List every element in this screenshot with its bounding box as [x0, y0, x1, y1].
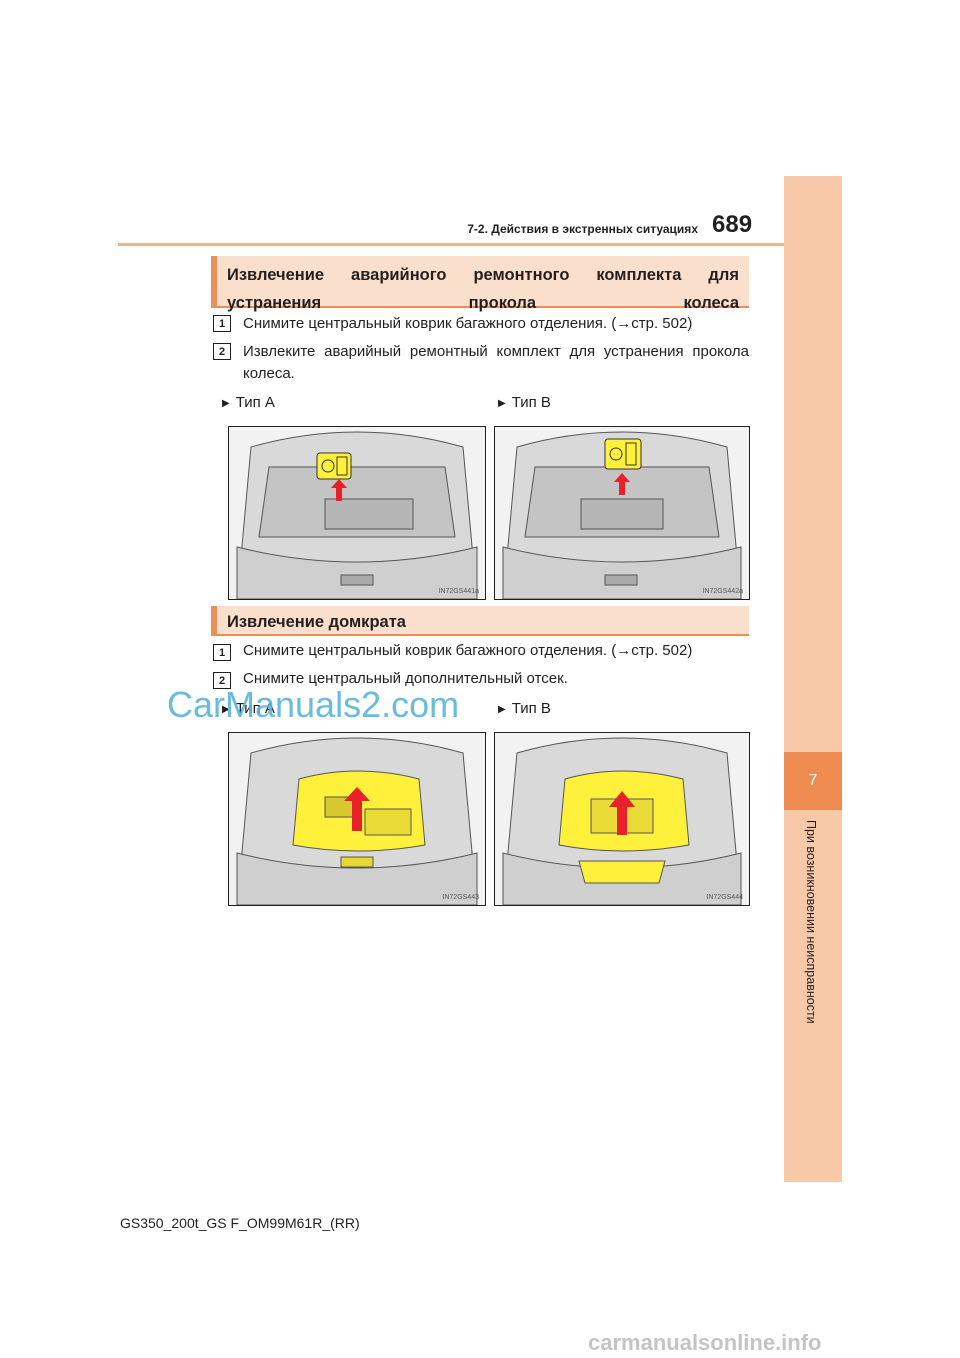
- triangle-bullet-icon: ▶: [498, 703, 506, 715]
- repair-kit-icon: [316, 452, 352, 480]
- step-number-badge: 1: [213, 315, 231, 332]
- trunk-illustration-jack-type-a: IN72GS443: [228, 732, 486, 906]
- footer-model-code: GS350_200t_GS F_OM99M61R_(RR): [120, 1215, 360, 1231]
- step-text: Снимите центральный дополнительный отсек…: [243, 670, 568, 687]
- section-heading-text: Извлечение аварийного ремонтного комплек…: [227, 266, 739, 312]
- step-text: Снимите центральный коврик багажного отд…: [243, 642, 693, 659]
- header-section-title: 7-2. Действия в экстренных ситуациях: [467, 222, 698, 236]
- page-number: 689: [712, 211, 753, 238]
- section-heading-repair-kit: Извлечение аварийного ремонтного комплек…: [211, 256, 749, 312]
- watermark-text: CarManuals2.com: [167, 684, 460, 725]
- chapter-title-vertical: При возникновении неисправности: [804, 820, 818, 1024]
- trunk-drawing: [502, 737, 742, 905]
- trunk-illustration-repair-kit-type-a: IN72GS441a: [228, 426, 486, 600]
- repair-kit-icon: [604, 438, 642, 470]
- chapter-number-tab[interactable]: 7: [784, 752, 842, 810]
- type-b-label: ▶Тип B: [498, 394, 551, 411]
- type-b-label: ▶Тип B: [498, 700, 551, 717]
- step-text: Извлеките аварийный ремонтный комплект д…: [243, 343, 749, 382]
- type-a-label: ▶Тип A: [222, 700, 275, 717]
- triangle-bullet-icon: ▶: [222, 703, 230, 715]
- figure-code: IN72GS442a: [702, 588, 743, 595]
- header-divider: [118, 243, 785, 246]
- up-arrow-icon: [614, 473, 630, 495]
- trunk-illustration-jack-type-b: IN72GS444: [494, 732, 750, 906]
- figure-code: IN72GS441a: [438, 588, 479, 595]
- up-arrow-icon: [609, 791, 635, 835]
- trunk-drawing: [236, 431, 478, 599]
- chapter-side-tab: [784, 176, 842, 1182]
- figure-code: IN72GS444: [706, 894, 743, 901]
- trunk-drawing: [236, 737, 478, 905]
- step-text: Снимите центральный коврик багажного отд…: [243, 315, 693, 332]
- footer-site-watermark: carmanualsonline.info: [588, 1330, 822, 1355]
- up-arrow-icon: [344, 787, 370, 831]
- step-number-badge: 2: [213, 343, 231, 360]
- trunk-illustration-repair-kit-type-b: IN72GS442a: [494, 426, 750, 600]
- trunk-drawing: [502, 431, 742, 599]
- figure-code: IN72GS443: [442, 894, 479, 901]
- section-heading-jack: Извлечение домкрата: [211, 606, 749, 636]
- step-number-badge: 1: [213, 644, 231, 661]
- type-a-label: ▶Тип A: [222, 394, 275, 411]
- triangle-bullet-icon: ▶: [498, 397, 506, 409]
- step-number-badge: 2: [213, 672, 231, 689]
- triangle-bullet-icon: ▶: [222, 397, 230, 409]
- up-arrow-icon: [331, 479, 347, 501]
